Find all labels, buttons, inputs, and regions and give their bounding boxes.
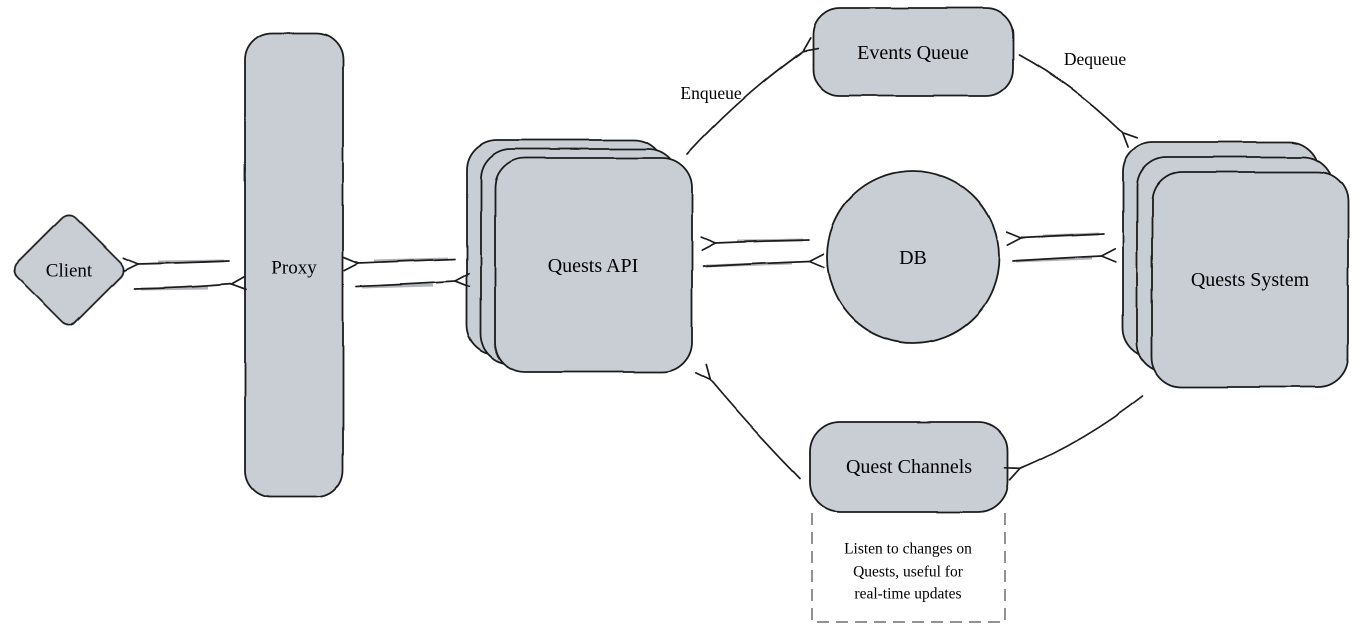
proxy-box bbox=[244, 32, 344, 498]
edge-proxy-to-client-arrow bbox=[122, 256, 230, 272]
client-diamond bbox=[13, 214, 125, 326]
edge-db-to-questsapi-arrow bbox=[700, 236, 810, 251]
client-label: Client bbox=[46, 261, 93, 282]
dequeue-edge-label: Dequeue bbox=[1064, 49, 1126, 69]
proxy-label: Proxy bbox=[271, 258, 317, 279]
edge-proxy-to-questsapi-arrow bbox=[355, 272, 471, 288]
edge-db-to-questssystem-arrow bbox=[1012, 248, 1117, 263]
edge-dequeue-arrow bbox=[1018, 54, 1139, 148]
quests-system-label: Quests System bbox=[1191, 269, 1310, 291]
node-db bbox=[826, 170, 1000, 344]
diagram-labels: Client Proxy Quests API Events Queue DB … bbox=[46, 42, 1310, 603]
node-quests-api bbox=[466, 139, 693, 373]
edge-questsapi-to-proxy-arrow bbox=[343, 256, 456, 271]
note-line: real-time updates bbox=[854, 586, 961, 603]
ghost-stroke bbox=[361, 283, 434, 289]
quests-system-stack-front bbox=[1151, 171, 1349, 388]
edge-questsapi-to-db-arrow bbox=[702, 253, 825, 268]
edge-enqueue-arrow bbox=[686, 37, 819, 155]
edge-questchannels-to-questsapi-arrow bbox=[695, 363, 801, 479]
db-circle bbox=[826, 170, 1000, 344]
edge-questssystem-to-db-arrow bbox=[1006, 231, 1105, 247]
db-label: DB bbox=[899, 247, 927, 269]
note-line: Quests, useful for bbox=[853, 564, 964, 581]
node-proxy bbox=[244, 32, 344, 498]
quest-channels-label: Quest Channels bbox=[846, 456, 972, 478]
node-quest-channels bbox=[809, 421, 1009, 513]
node-client bbox=[13, 214, 125, 326]
quest-channels-box bbox=[809, 421, 1009, 513]
node-quests-system bbox=[1122, 141, 1349, 388]
note-line: Listen to changes on bbox=[844, 541, 972, 558]
quests-api-label: Quests API bbox=[548, 255, 639, 277]
edge-questssystem-to-questchannels-arrow bbox=[1004, 395, 1144, 482]
events-queue-label: Events Queue bbox=[857, 42, 969, 64]
quests-api-stack-front bbox=[494, 157, 693, 373]
diagram-edges bbox=[122, 37, 1144, 482]
enqueue-edge-label: Enqueue bbox=[680, 83, 741, 103]
edge-client-to-proxy-arrow bbox=[133, 275, 247, 291]
